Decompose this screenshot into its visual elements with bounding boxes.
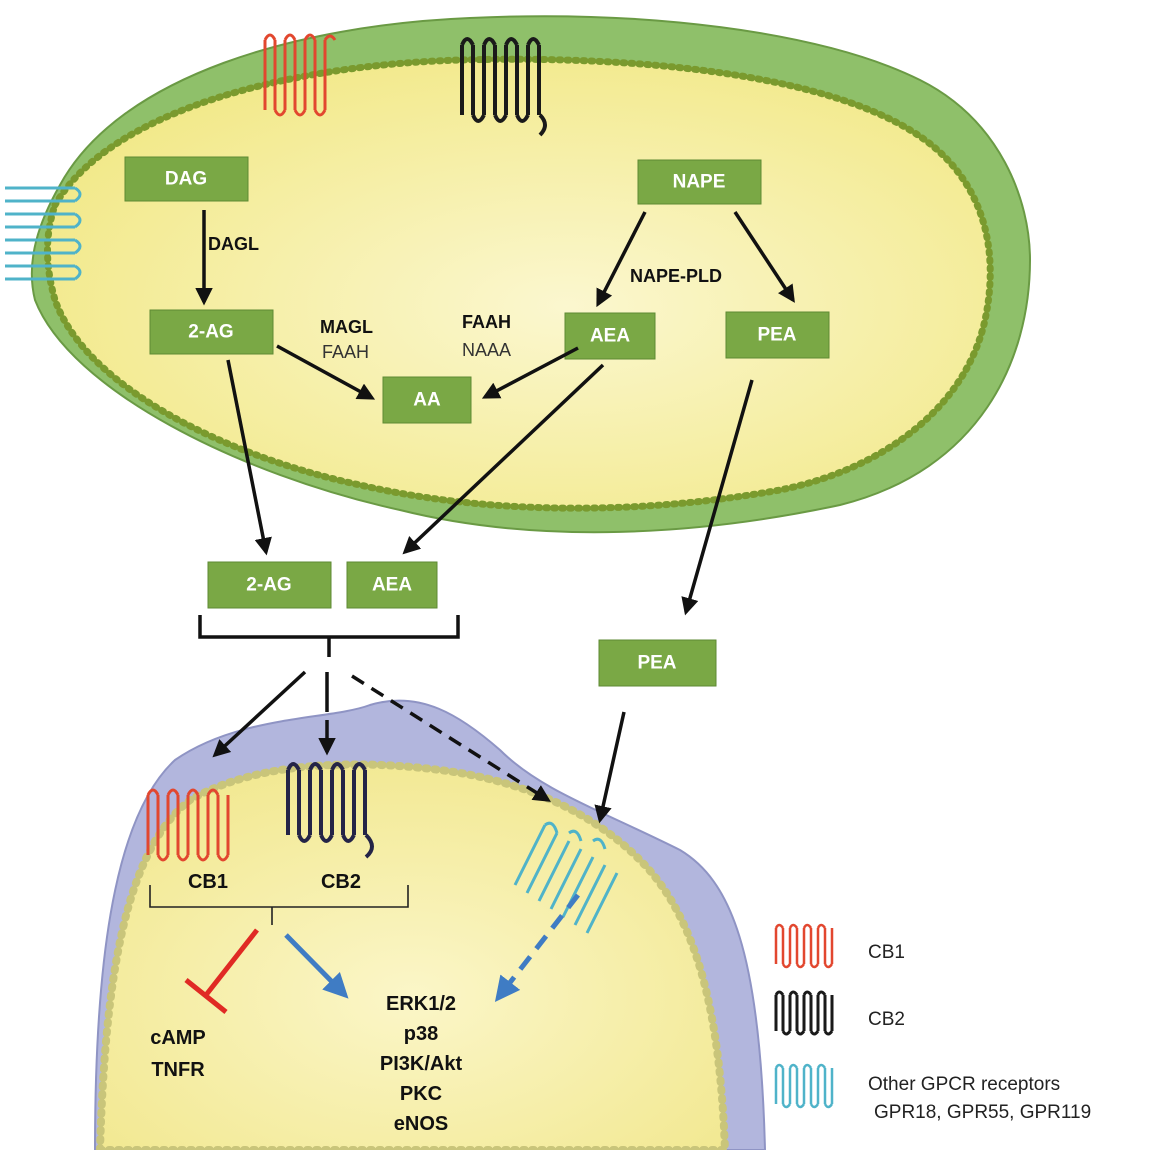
legend-other-gpcr-icon — [774, 1063, 834, 1109]
svg-text:AEA: AEA — [372, 575, 412, 596]
cb1-receptor-icon-bottom — [146, 788, 230, 862]
node-pea-extracellular: PEA — [598, 639, 717, 687]
arrow-to-cb1 — [212, 670, 307, 758]
svg-text:PEA: PEA — [757, 325, 796, 346]
inhibition-arrow — [184, 928, 259, 1014]
effect-p38: p38 — [404, 1023, 438, 1045]
other-gpcr-receptor-icon-top — [5, 186, 82, 281]
effect-pi3k-akt: PI3K/Akt — [380, 1053, 463, 1075]
cb1-receptor-icon-top — [263, 33, 337, 117]
enzyme-magl: MAGL — [320, 317, 373, 337]
effect-pkc: PKC — [400, 1083, 442, 1105]
producing-cell — [30, 15, 1032, 534]
svg-text:AEA: AEA — [590, 326, 630, 347]
node-2-ag-extracellular: 2-AG — [207, 561, 332, 609]
inhibited-effects: cAMP TNFR — [150, 1027, 206, 1081]
legend-cb2-label: CB2 — [868, 1009, 905, 1030]
enzyme-nape-pld: NAPE-PLD — [630, 266, 722, 286]
activation-arrow-dashed — [494, 893, 580, 1002]
arrow-nape-to-pea — [733, 211, 795, 303]
producing-cell-cytoplasm — [44, 55, 994, 512]
label-cb1: CB1 — [188, 871, 228, 893]
activated-effects: ERK1/2 p38 PI3K/Akt PKC eNOS — [380, 993, 463, 1135]
node-2-ag-cell: 2-AG — [149, 309, 274, 355]
enzyme-faah-left: FAAH — [322, 342, 369, 362]
effect-erk: ERK1/2 — [386, 993, 456, 1015]
node-pea-cell: PEA — [725, 311, 830, 359]
node-dag: DAG — [124, 156, 249, 202]
cb2-receptor-icon-top — [460, 37, 547, 137]
arrow-aea-to-aa — [481, 346, 579, 399]
cb2-receptor-icon-bottom — [286, 762, 374, 859]
svg-text:DAG: DAG — [165, 169, 207, 190]
arrow-aea-release — [402, 363, 605, 555]
svg-text:PEA: PEA — [637, 653, 676, 674]
legend-cb1-label: CB1 — [868, 942, 905, 963]
arrow-pea-release — [681, 379, 754, 616]
node-nape: NAPE — [637, 159, 762, 205]
target-cell-cytoplasm — [95, 760, 730, 1150]
effect-camp: cAMP — [150, 1027, 206, 1049]
arrow-pea-to-other-gpcr — [594, 711, 626, 824]
legend: CB1 CB2 Other GPCR receptors GPR18, GPR5… — [774, 923, 1091, 1123]
arrow-nape-to-aea — [596, 211, 647, 308]
legend-other-gpcr-sublabel: GPR18, GPR55, GPR119 — [874, 1102, 1091, 1123]
enzyme-faah-right: FAAH — [462, 312, 511, 332]
svg-text:2-AG: 2-AG — [188, 322, 233, 343]
enzyme-dagl: DAGL — [208, 234, 259, 254]
enzyme-naaa: NAAA — [462, 340, 511, 360]
arrow-2ag-to-aa — [276, 344, 376, 400]
arrow-to-other-gpcr-dashed — [351, 674, 551, 802]
arrow-2ag-release — [226, 359, 272, 556]
legend-cb2-icon — [774, 990, 834, 1036]
node-aea-cell: AEA — [564, 312, 656, 360]
svg-text:2-AG: 2-AG — [246, 575, 291, 596]
receptor-bracket — [149, 885, 409, 925]
legend-cb1-icon — [774, 923, 834, 969]
svg-text:NAPE: NAPE — [673, 172, 726, 193]
activation-arrow — [284, 933, 349, 999]
node-aea-extracellular: AEA — [346, 561, 438, 609]
ligand-bracket — [198, 615, 460, 657]
node-aa: AA — [382, 376, 472, 424]
other-gpcr-receptor-icon-bottom — [513, 821, 619, 934]
legend-other-gpcr-label: Other GPCR receptors — [868, 1074, 1060, 1095]
effect-enos: eNOS — [394, 1113, 448, 1135]
svg-text:AA: AA — [413, 390, 441, 411]
label-cb2: CB2 — [321, 871, 361, 893]
effect-tnfr: TNFR — [151, 1059, 205, 1081]
